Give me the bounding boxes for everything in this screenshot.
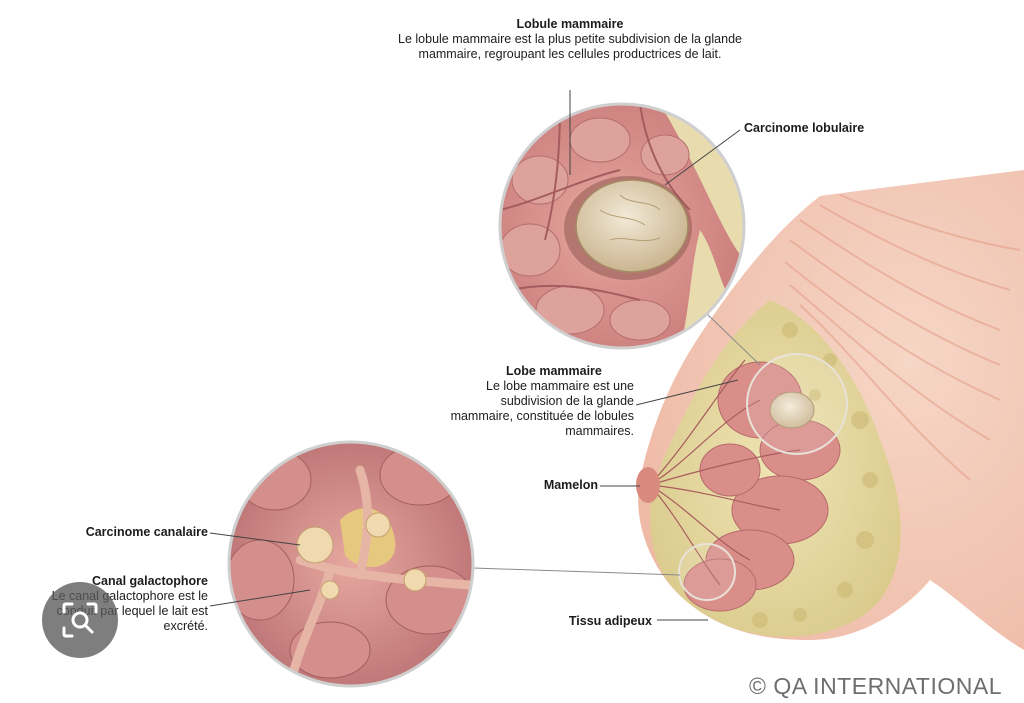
label-lobule-title: Lobule mammaire — [516, 17, 624, 31]
label-carcinome-lobulaire-title: Carcinome lobulaire — [744, 121, 865, 135]
lobule-magnified — [500, 104, 744, 348]
label-carcinome-canalaire-title: Carcinome canalaire — [85, 525, 208, 539]
label-canal-title: Canal galactophore — [92, 574, 208, 588]
gland-lobes — [683, 361, 841, 612]
label-lobule-desc: Le lobule mammaire est la plus petite su… — [398, 32, 742, 61]
lens-glyph — [62, 602, 98, 638]
label-tissu: Tissu adipeux — [520, 614, 652, 629]
label-mamelon-title: Mamelon — [543, 478, 598, 492]
copyright-credit: © QA INTERNATIONAL — [748, 673, 1002, 699]
label-lobe-desc: Le lobe mammaire est une subdivision de … — [450, 379, 634, 438]
nipple — [636, 467, 660, 503]
duct-magnified — [229, 442, 473, 686]
label-carcinome-canalaire: Carcinome canalaire — [30, 525, 208, 540]
label-lobule: Lobule mammaire Le lobule mammaire est l… — [380, 17, 760, 62]
label-lobe: Lobe mammaire Le lobe mammaire est une s… — [440, 364, 634, 439]
label-mamelon: Mamelon — [500, 478, 598, 493]
label-carcinome-lobulaire: Carcinome lobulaire — [744, 121, 904, 136]
lobular-tumor — [575, 179, 689, 273]
ductal-tumor — [296, 526, 334, 564]
label-lobe-title: Lobe mammaire — [506, 364, 602, 378]
label-tissu-title: Tissu adipeux — [568, 614, 652, 628]
lens-icon[interactable] — [42, 582, 118, 658]
